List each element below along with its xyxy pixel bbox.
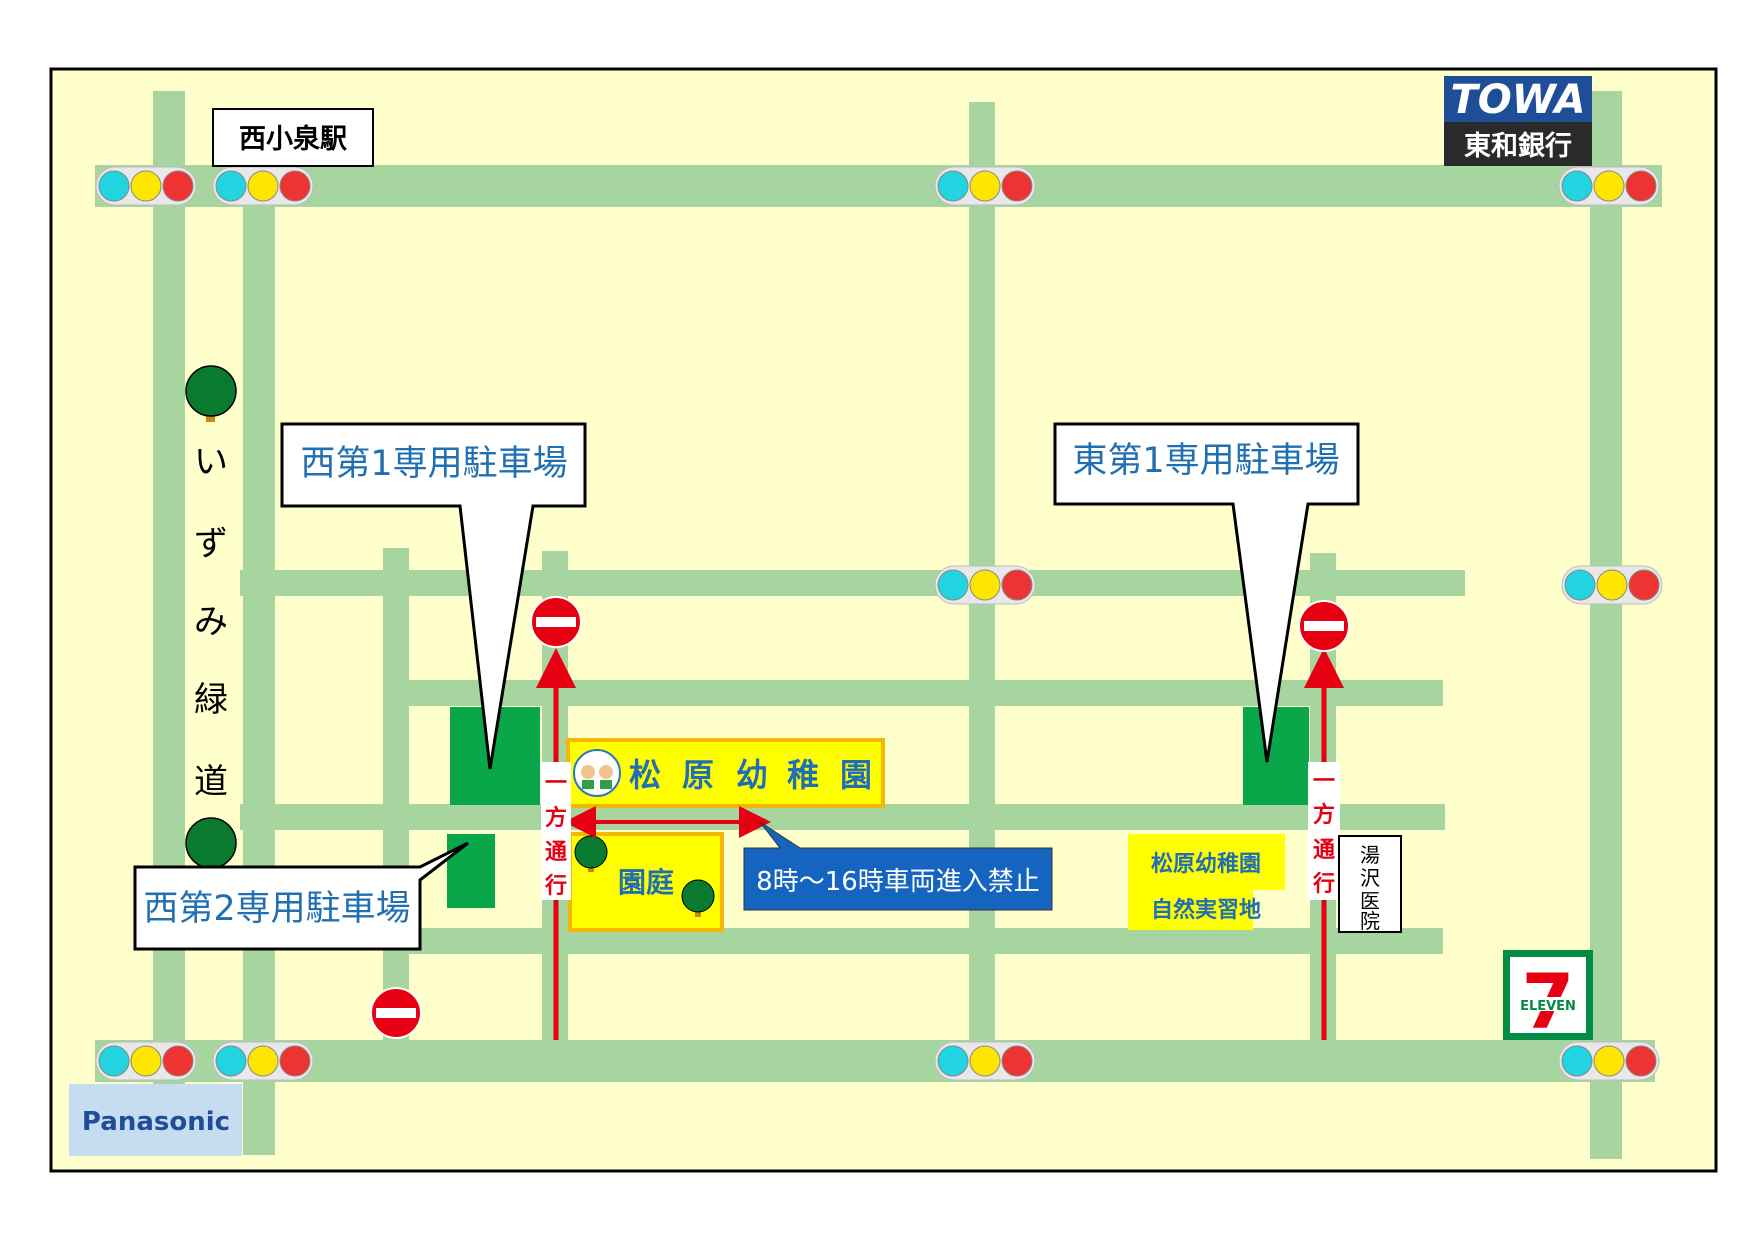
tree-icon bbox=[185, 365, 237, 422]
one-way-char: 通 bbox=[1313, 838, 1335, 863]
greenway-char: み bbox=[194, 602, 228, 642]
kindergarten-name-char: 原 bbox=[682, 756, 714, 794]
clinic-char: 院 bbox=[1360, 909, 1380, 933]
bank-name: 東和銀行 bbox=[1464, 130, 1572, 162]
callout-west2-parking: 西第2専用駐車場 bbox=[133, 841, 469, 951]
clinic-sign: 湯 沢 医 院 bbox=[1338, 835, 1402, 933]
traffic-lights bbox=[95, 166, 1663, 1081]
garden-label: 園庭 bbox=[618, 866, 674, 899]
traffic-light-icon bbox=[1558, 166, 1660, 206]
road-mid-4 bbox=[398, 928, 1443, 954]
greenway-char: い bbox=[194, 442, 228, 482]
map-frame bbox=[49, 67, 1718, 1173]
greenway-char: 緑 bbox=[194, 680, 228, 720]
kindergarten-name-char: 松 bbox=[629, 756, 661, 794]
bank-brand: TOWA bbox=[1451, 77, 1586, 123]
restriction-callout: 8時～16時車両進入禁止 bbox=[743, 821, 1053, 911]
one-way-char: 方 bbox=[545, 805, 567, 831]
kindergarten-logo-icon bbox=[573, 749, 621, 797]
callout-west1-parking: 西第1専用駐車場 bbox=[280, 422, 587, 770]
callout-east1-parking: 東第1専用駐車場 bbox=[1053, 422, 1360, 763]
nature-area-line2: 自然実習地 bbox=[1151, 897, 1261, 923]
road-mid-3 bbox=[240, 804, 1445, 830]
no-entry-sign-icon bbox=[1298, 600, 1350, 652]
panasonic-brand: Panasonic bbox=[82, 1107, 230, 1137]
greenway-label: い ず み 緑 道 bbox=[194, 442, 228, 802]
parking-lot-east1 bbox=[1243, 707, 1309, 805]
road-v-2 bbox=[383, 548, 409, 1048]
restriction-label: 8時～16時車両進入禁止 bbox=[756, 867, 1040, 897]
kindergarten: 松 原 幼 稚 園 bbox=[566, 738, 885, 808]
kindergarten-name-char: 稚 bbox=[787, 756, 819, 794]
nature-study-area: 松原幼稚園 自然実習地 bbox=[1128, 834, 1285, 930]
one-way-char: 一 bbox=[545, 771, 567, 796]
traffic-light-icon bbox=[934, 565, 1036, 605]
clinic-char: 沢 bbox=[1360, 866, 1380, 890]
no-entry-sign-icon bbox=[370, 987, 422, 1039]
traffic-light-icon bbox=[212, 166, 314, 206]
one-way-char: 行 bbox=[544, 873, 567, 899]
kindergarten-name-char: 園 bbox=[840, 756, 872, 794]
one-way-char: 方 bbox=[1313, 802, 1335, 828]
road-bottom bbox=[95, 1040, 1655, 1082]
greenway-char: ず bbox=[194, 524, 228, 564]
kindergarten-garden: 園庭 bbox=[568, 832, 724, 932]
traffic-light-icon bbox=[1558, 1041, 1660, 1081]
seven-eleven-logo: 7 ELEVEN bbox=[1503, 950, 1593, 1046]
west1-parking-label: 西第1専用駐車場 bbox=[300, 444, 567, 484]
clinic-char: 医 bbox=[1360, 889, 1380, 913]
station-sign: 西小泉駅 bbox=[212, 108, 374, 167]
traffic-light-icon bbox=[1561, 565, 1663, 605]
one-way-label-east: 一 方 通 行 bbox=[1308, 762, 1340, 900]
road-v-far-east bbox=[1590, 91, 1622, 1159]
seven-eleven-brand: ELEVEN bbox=[1520, 999, 1576, 1014]
traffic-light-icon bbox=[95, 166, 197, 206]
tree-icon bbox=[681, 879, 715, 917]
traffic-light-icon bbox=[212, 1041, 314, 1081]
road-v-west bbox=[243, 165, 275, 1155]
east1-parking-label: 東第1専用駐車場 bbox=[1072, 441, 1339, 481]
traffic-light-icon bbox=[934, 166, 1036, 206]
no-entry-sign-icon bbox=[530, 596, 582, 648]
greenway-char: 道 bbox=[194, 762, 228, 802]
one-way-label-west: 一 方 通 行 bbox=[541, 762, 571, 900]
one-way-char: 一 bbox=[1313, 769, 1335, 794]
nature-area-line1: 松原幼稚園 bbox=[1151, 851, 1261, 877]
towa-bank-logo: TOWA 東和銀行 bbox=[1444, 76, 1592, 166]
traffic-light-icon bbox=[934, 1041, 1036, 1081]
one-way-char: 行 bbox=[1312, 871, 1335, 897]
panasonic-logo: Panasonic bbox=[69, 1084, 242, 1156]
station-label: 西小泉駅 bbox=[239, 123, 347, 155]
traffic-light-icon bbox=[95, 1041, 197, 1081]
west2-parking-label: 西第2専用駐車場 bbox=[143, 889, 410, 929]
kindergarten-name-char: 幼 bbox=[736, 756, 768, 794]
road-greenway bbox=[153, 91, 185, 1136]
parking-lot-west2 bbox=[447, 834, 495, 908]
road-top bbox=[95, 165, 1662, 207]
one-way-char: 通 bbox=[545, 840, 567, 865]
clinic-char: 湯 bbox=[1360, 843, 1380, 867]
